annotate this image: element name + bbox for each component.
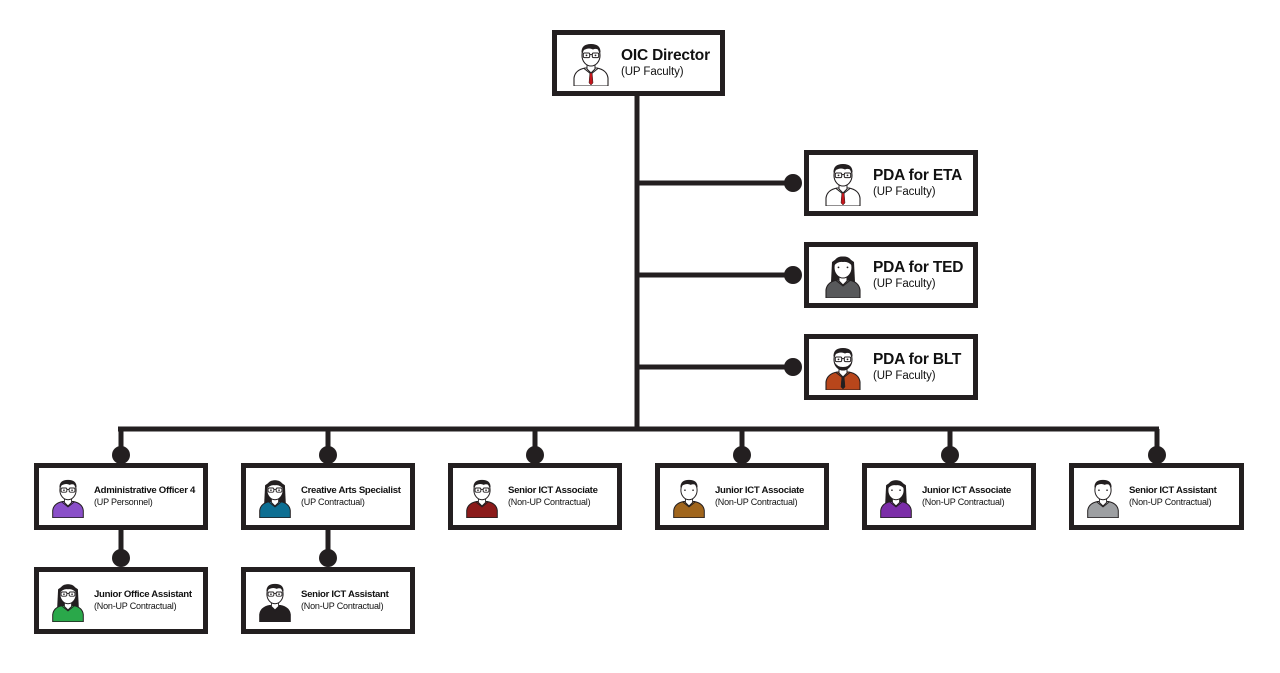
person-avatar-icon: [466, 479, 498, 518]
connector-dot: [112, 446, 130, 464]
node-senior-ict-assistant: Senior ICT Assistant (Non-UP Contractual…: [1069, 463, 1244, 530]
node-title: Junior ICT Associate: [922, 485, 1012, 496]
person-avatar-icon: [52, 583, 84, 622]
node-subtitle: (Non-UP Contractual): [1129, 497, 1212, 507]
node-junior-ict-associate: Junior ICT Associate (Non-UP Contractual…: [862, 463, 1036, 530]
person-avatar-icon: [825, 164, 861, 206]
person-avatar-icon: [259, 479, 291, 518]
person-avatar-icon: [673, 479, 705, 518]
connector-dot: [733, 446, 751, 464]
connector-dot: [784, 174, 802, 192]
connector-dot: [319, 549, 337, 567]
person-avatar-icon: [573, 44, 609, 86]
node-title: Senior ICT Assistant: [301, 589, 389, 600]
node-pda-ted: PDA for TED (UP Faculty): [804, 242, 978, 308]
node-subtitle: (UP Faculty): [621, 66, 684, 78]
person-avatar-icon: [825, 256, 861, 298]
node-senior-ict-assistant: Senior ICT Assistant (Non-UP Contractual…: [241, 567, 415, 634]
node-title: PDA for TED: [873, 259, 964, 276]
node-title: Junior Office Assistant: [94, 589, 192, 600]
node-title: PDA for ETA: [873, 167, 963, 184]
node-junior-ict-associate: Junior ICT Associate (Non-UP Contractual…: [655, 463, 829, 530]
connector-dot: [784, 266, 802, 284]
person-avatar-icon: [825, 348, 861, 390]
person-avatar-icon: [1087, 479, 1119, 518]
node-title: OIC Director: [621, 47, 710, 64]
node-subtitle: (Non-UP Contractual): [922, 497, 1005, 507]
person-avatar-icon: [259, 583, 291, 622]
node-senior-ict-associate: Senior ICT Associate (Non-UP Contractual…: [448, 463, 622, 530]
node-title: PDA for BLT: [873, 351, 962, 368]
node-oic-director: OIC Director (UP Faculty): [552, 30, 725, 96]
connector-dot: [319, 446, 337, 464]
node-junior-office-assistant: Junior Office Assistant (Non-UP Contract…: [34, 567, 208, 634]
connector-dot: [941, 446, 959, 464]
node-subtitle: (Non-UP Contractual): [508, 497, 591, 507]
node-pda-blt: PDA for BLT (UP Faculty): [804, 334, 978, 400]
person-avatar-icon: [52, 479, 84, 518]
node-administrative-officer: Administrative Officer 4 (UP Personnel): [34, 463, 208, 530]
node-title: Administrative Officer 4: [94, 485, 196, 496]
connector-dot: [1148, 446, 1166, 464]
node-subtitle: (Non-UP Contractual): [715, 497, 798, 507]
node-subtitle: (UP Faculty): [873, 278, 936, 290]
node-title: Senior ICT Assistant: [1129, 485, 1217, 496]
person-avatar-icon: [880, 479, 912, 518]
node-title: Creative Arts Specialist: [301, 485, 401, 496]
node-subtitle: (UP Faculty): [873, 186, 936, 198]
node-subtitle: (UP Contractual): [301, 497, 365, 507]
connector-dot: [784, 358, 802, 376]
node-title: Senior ICT Associate: [508, 485, 598, 496]
node-title: Junior ICT Associate: [715, 485, 805, 496]
node-subtitle: (UP Faculty): [873, 370, 936, 382]
node-creative-arts-specialist: Creative Arts Specialist (UP Contractual…: [241, 463, 415, 530]
node-subtitle: (Non-UP Contractual): [94, 601, 177, 611]
connector-dot: [526, 446, 544, 464]
node-subtitle: (Non-UP Contractual): [301, 601, 384, 611]
node-subtitle: (UP Personnel): [94, 497, 153, 507]
node-pda-eta: PDA for ETA (UP Faculty): [804, 150, 978, 216]
connector-dot: [112, 549, 130, 567]
